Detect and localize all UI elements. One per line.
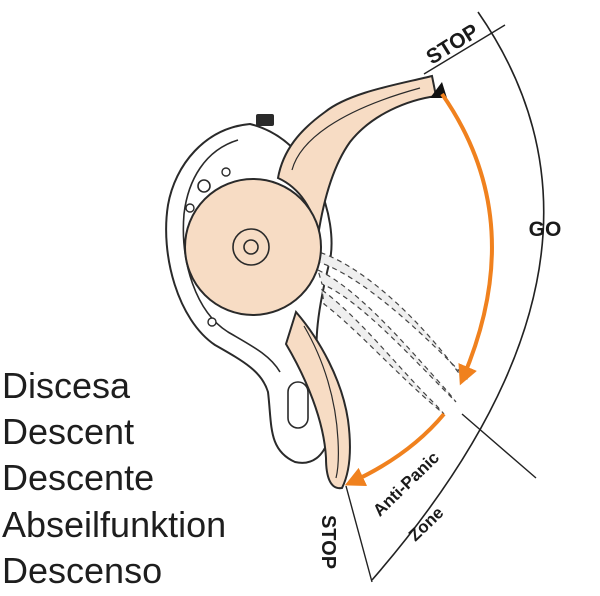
device-latch xyxy=(256,114,274,126)
cam-pivot-inner xyxy=(243,239,259,255)
stop-top-label: STOP xyxy=(422,20,482,70)
handle-lower-lever xyxy=(284,309,351,490)
body-hole-2 xyxy=(185,203,195,213)
language-label-english: Descent xyxy=(2,411,135,452)
go-arrow xyxy=(440,92,494,386)
anti-panic-upper-divider xyxy=(461,413,537,479)
cam xyxy=(184,178,322,316)
language-label-spanish: Descenso xyxy=(2,550,163,591)
language-label-german: Abseilfunktion xyxy=(2,504,227,545)
body-hole-3 xyxy=(221,167,231,177)
language-label-italian: Discesa xyxy=(2,365,131,406)
anti-panic-arrow xyxy=(344,412,446,486)
go-label: GO xyxy=(529,218,562,241)
cam-pivot-outer xyxy=(232,228,270,266)
zone-outer-arc xyxy=(371,11,545,581)
body-slot xyxy=(287,381,309,429)
body-hole-4 xyxy=(207,317,217,327)
stop-bottom-label: STOP xyxy=(317,515,339,569)
handle-upper-groove xyxy=(291,87,421,171)
anti-panic-lower-divider xyxy=(345,485,373,583)
language-label-french: Descente xyxy=(2,457,155,498)
handle-lever-groove xyxy=(303,325,339,479)
anti-panic-label-line2: Zone xyxy=(405,503,447,545)
body-hole-1 xyxy=(197,179,211,193)
stop-top-divider xyxy=(423,24,506,75)
